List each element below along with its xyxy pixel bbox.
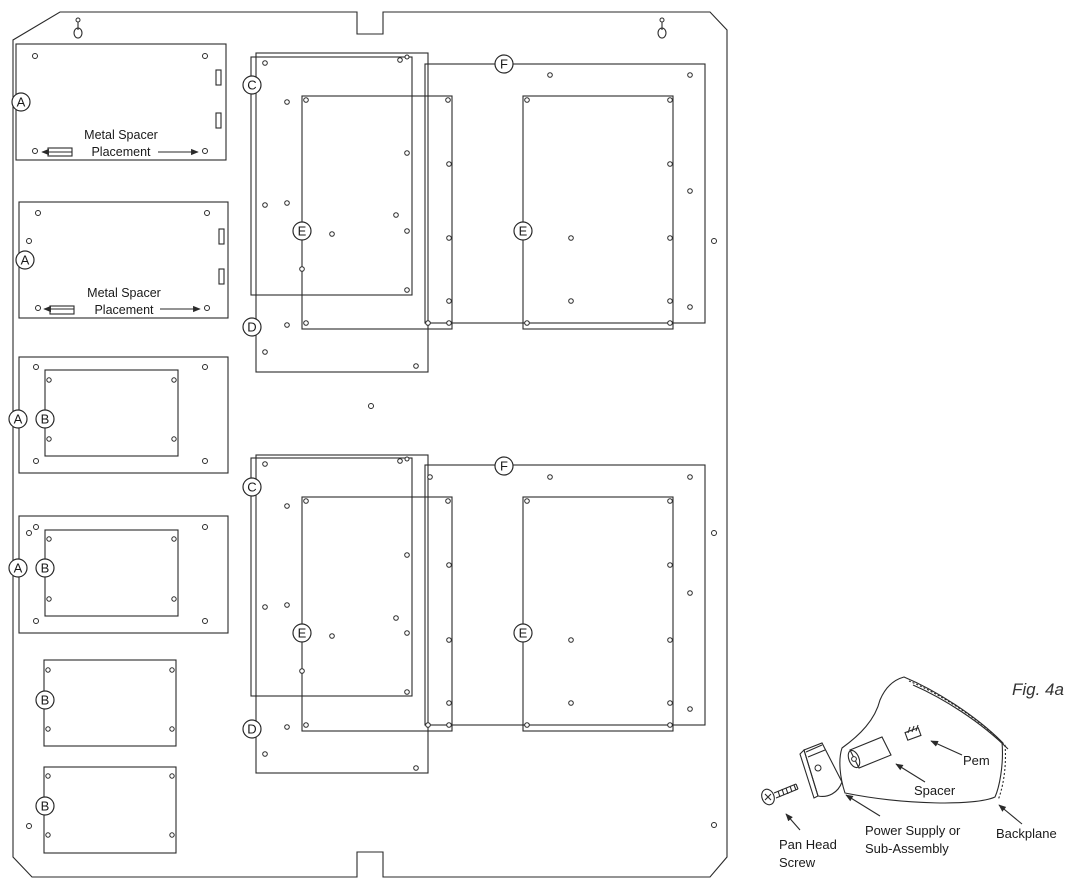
svg-text:C: C xyxy=(247,480,256,495)
callout-f: F xyxy=(494,54,514,74)
svg-text:F: F xyxy=(500,459,508,474)
power-supply-label-line2: Sub-Assembly xyxy=(865,841,949,856)
spacer-label: Spacer xyxy=(914,783,956,798)
callout-e: E xyxy=(513,623,533,643)
callout-b: B xyxy=(35,558,55,578)
figure-label: Fig. 4a xyxy=(1012,680,1064,699)
mounting-detail: Pem Spacer Backplane Power Supply or Sub… xyxy=(761,676,1057,870)
callout-b: B xyxy=(35,690,55,710)
callout-e: E xyxy=(292,221,312,241)
callout-a: A xyxy=(8,558,28,578)
svg-text:E: E xyxy=(298,224,307,239)
backplane-outline xyxy=(12,11,728,878)
callout-d: D xyxy=(242,719,262,739)
svg-text:B: B xyxy=(41,799,50,814)
svg-text:D: D xyxy=(247,320,256,335)
upper-component-cluster xyxy=(250,52,706,373)
pan-head-screw-icon xyxy=(761,783,799,806)
svg-text:B: B xyxy=(41,693,50,708)
spacer-note-line1: Metal Spacer xyxy=(87,286,161,300)
callout-f: F xyxy=(494,456,514,476)
callout-b: B xyxy=(35,409,55,429)
plate-b-6 xyxy=(43,766,177,854)
callout-d: D xyxy=(242,317,262,337)
svg-text:C: C xyxy=(247,78,256,93)
pem-icon xyxy=(904,724,922,741)
svg-text:E: E xyxy=(519,224,528,239)
svg-text:B: B xyxy=(41,561,50,576)
backplane-panel xyxy=(839,676,1003,804)
callout-a: A xyxy=(15,250,35,270)
callout-e: E xyxy=(513,221,533,241)
pem-label: Pem xyxy=(963,753,990,768)
screw-label-line1: Pan Head xyxy=(779,837,837,852)
spacer-note-line2: Placement xyxy=(94,303,154,317)
keyhole-icon xyxy=(657,17,667,39)
svg-text:E: E xyxy=(519,626,528,641)
spacer-note-line2: Placement xyxy=(91,145,151,159)
svg-text:B: B xyxy=(41,412,50,427)
svg-text:A: A xyxy=(14,412,23,427)
keyhole-icon xyxy=(73,17,83,39)
callout-a: A xyxy=(8,409,28,429)
callout-c: C xyxy=(242,477,262,497)
power-supply-label-line1: Power Supply or xyxy=(865,823,961,838)
svg-text:D: D xyxy=(247,722,256,737)
plate-b-5 xyxy=(43,659,177,747)
svg-text:A: A xyxy=(17,95,26,110)
power-supply-bracket-icon xyxy=(799,742,843,799)
callout-a: A xyxy=(11,92,31,112)
lower-component-cluster xyxy=(250,454,706,774)
screw-label-line2: Screw xyxy=(779,855,816,870)
plate-a-1: Metal Spacer Placement xyxy=(15,43,227,161)
spacer-note-line1: Metal Spacer xyxy=(84,128,158,142)
svg-text:A: A xyxy=(21,253,30,268)
backplane-label: Backplane xyxy=(996,826,1057,841)
svg-text:E: E xyxy=(298,626,307,641)
svg-text:A: A xyxy=(14,561,23,576)
callout-c: C xyxy=(242,75,262,95)
svg-text:F: F xyxy=(500,57,508,72)
spacer-icon xyxy=(847,736,892,769)
callout-b: B xyxy=(35,796,55,816)
callout-e: E xyxy=(292,623,312,643)
plate-a-2: Metal Spacer Placement xyxy=(18,201,229,319)
